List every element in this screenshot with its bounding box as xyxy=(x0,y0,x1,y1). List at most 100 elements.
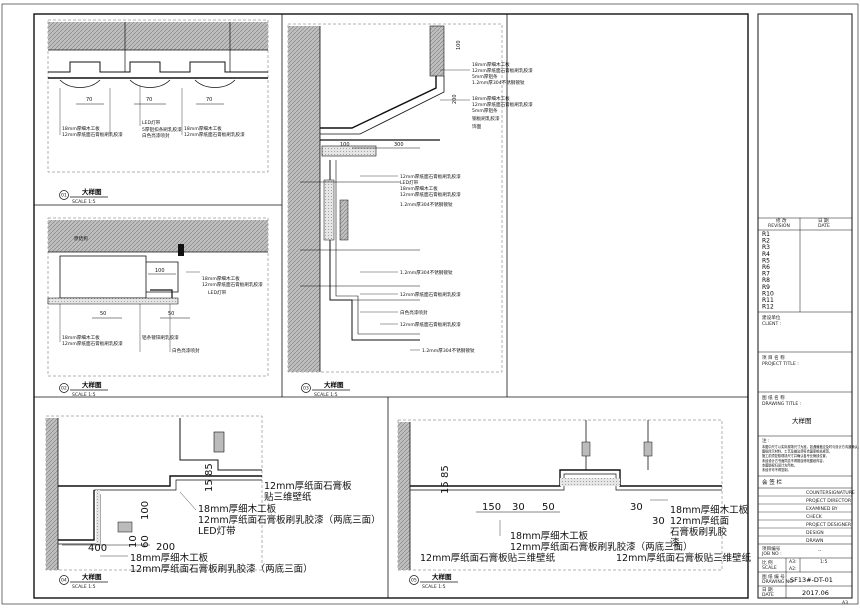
note-line: 未经设计方书面同意不得擅自修改图纸内容， xyxy=(762,458,826,463)
note-line: 本图中尺寸以实际现场尺寸为准，如遇偏差应及时与设计方沟通确认， xyxy=(762,444,860,449)
sign-row: PROJECT DIRECTOR xyxy=(806,498,852,504)
tb-scale-b: A2: xyxy=(789,566,797,572)
revision-row: R2 xyxy=(762,238,770,245)
revision-row: R8 xyxy=(762,277,770,284)
note-line: 图纸所示材料、工艺及做法须符合国家相关规范， xyxy=(762,449,832,454)
p03-l5: 18mm厚细木工板 xyxy=(472,95,510,102)
sheet-outer-frame xyxy=(1,3,859,605)
p03-l6: 12mm厚纸面石膏板刷乳胶漆 xyxy=(472,101,533,108)
p02-title: 大样图 xyxy=(82,380,102,389)
p02-dim-1: 100 xyxy=(155,268,165,274)
svg-text:PROJECT TITLE :: PROJECT TITLE : xyxy=(762,361,799,367)
p02-label-led: LED灯带 xyxy=(208,289,227,296)
p05-dim-15: 15 xyxy=(440,481,451,494)
p04-l4: 12mm厚纸面石膏板刷乳胶漆（两底三面） xyxy=(198,514,381,526)
svg-text:DRAWING TITLE :: DRAWING TITLE : xyxy=(762,401,802,407)
tb-scale-value: 1:5 xyxy=(820,559,827,565)
p02-label-paint: 白色亮漆喷封 xyxy=(172,347,200,354)
p04-l1: 12mm厚纸面石膏板 xyxy=(264,480,352,492)
svg-text:DATE: DATE xyxy=(762,592,774,598)
tb-countersign: COUNTERSIGNATURE xyxy=(806,490,855,496)
p04-dim-15: 15 xyxy=(204,479,215,492)
note-line: 未经许可不得复制。 xyxy=(762,467,791,472)
note-line: 施工前须复核现场尺寸并确认各专业管线位置， xyxy=(762,453,829,458)
p05-l1: 18mm厚细木工板 xyxy=(670,504,749,516)
p01-label-gypsum-2: 12mm厚纸面石膏板刷乳胶漆 xyxy=(184,131,245,138)
p03-l13: 12mm厚纸面石膏板刷乳胶漆 xyxy=(400,191,461,198)
panel-02: 原结构 100 50 50 18mm厚细木工板 12mm厚纸面石膏板刷乳胶漆 L… xyxy=(47,217,269,398)
p03-dim-100-b: 100 xyxy=(456,40,462,50)
sign-row: EXAMINED BY xyxy=(806,506,838,512)
p01-label-led: LED灯带 xyxy=(142,119,161,126)
p04-dim-400: 400 xyxy=(88,543,107,554)
p03-l3: 5mm厚铝条 xyxy=(472,73,498,80)
p01-dim-3: 70 xyxy=(206,97,212,103)
tb-date-en: DATE xyxy=(818,223,830,229)
tb-jobno: -- xyxy=(818,549,822,554)
tb-scale-a: A3: xyxy=(789,559,797,565)
p04-num: 04 xyxy=(61,578,67,584)
p03-dim-300: 300 xyxy=(394,142,404,148)
p05-l7: 12mm厚纸面石膏板贴三维壁纸 xyxy=(420,552,556,564)
p01-dim-1: 70 xyxy=(86,97,92,103)
p03-l14: 1.2mm厚304不锈钢镀钛 xyxy=(400,201,453,208)
p05-l8: 12mm厚纸面石膏板贴三维壁纸 xyxy=(616,552,752,564)
p02-label-structure: 原结构 xyxy=(74,235,88,242)
p02-label-wood: 18mm厚细木工板 xyxy=(202,275,240,282)
p03-dim-200: 200 xyxy=(452,94,458,104)
tb-drawing-title: 大样图 xyxy=(792,416,812,425)
tb-date-label: 日 期 xyxy=(818,218,829,224)
p02-num: 02 xyxy=(61,386,67,392)
sheet-border xyxy=(33,13,749,599)
p05-l4: 漆 xyxy=(670,537,680,549)
tb-revision-label: 修 改 xyxy=(776,217,787,224)
p01-scale: SCALE 1:5 xyxy=(72,199,96,205)
p01-label-paint: 白色亮漆喷封 xyxy=(142,132,170,139)
revision-row: R5 xyxy=(762,257,770,264)
p02-dim-2: 50 xyxy=(100,311,106,317)
p03-l11: LED灯带 xyxy=(400,179,419,186)
svg-text:日 期: 日 期 xyxy=(762,587,773,593)
tb-sign-label: 会 签 栏 xyxy=(762,478,782,486)
revision-row: R10 xyxy=(762,290,774,297)
p03-l15: 1.2mm厚304不锈钢镀钛 xyxy=(400,269,453,276)
p03-l1: 18mm厚细木工板 xyxy=(472,61,510,68)
title-block: 修 改 REVISION 日 期 DATE R1R2R3R4R5R6R7R8R9… xyxy=(757,13,860,606)
p05-title: 大样图 xyxy=(432,572,452,581)
p04-dim-200: 200 xyxy=(156,542,175,553)
svg-text:比 例: 比 例 xyxy=(762,559,773,566)
p04-dim-10: 10 xyxy=(128,535,139,548)
p02-label-strip: 铝条镀锌刷乳胶漆 xyxy=(142,334,179,341)
p03-title: 大样图 xyxy=(324,380,344,389)
svg-text:JOB NO :: JOB NO : xyxy=(761,551,782,557)
revision-row: R12 xyxy=(762,304,774,311)
p04-l6: 18mm厚细木工板 xyxy=(130,552,209,564)
note-line: 本图版权归设计方所有， xyxy=(762,462,797,467)
p04-l2: 贴三维壁纸 xyxy=(264,491,312,503)
p05-l6: 12mm厚纸面石膏板刷乳胶漆（两底三面） xyxy=(510,541,693,553)
p04-dim-60: 60 xyxy=(140,535,151,548)
revision-row: R6 xyxy=(762,264,770,271)
p02-label-gypsum-2: 12mm厚纸面石膏板刷乳胶漆 xyxy=(62,340,123,347)
panel-01: 70 70 70 LED灯带 18mm厚细木工板 12mm厚纸面石膏板刷乳胶漆 … xyxy=(47,19,269,205)
p02-scale: SCALE 1:5 xyxy=(72,392,96,398)
p02-dim-3: 50 xyxy=(168,311,174,317)
svg-text:DRAWING NO: DRAWING NO xyxy=(762,579,793,585)
revision-row: R7 xyxy=(762,271,770,278)
svg-text:SCALE: SCALE xyxy=(762,565,777,571)
p02-label-wood-2: 18mm厚细木工板 xyxy=(62,334,100,341)
p04-l7: 12mm厚纸面石膏板刷乳胶漆（两底三面） xyxy=(130,563,313,575)
p01-dim-2: 70 xyxy=(146,97,152,103)
tb-revision-en: REVISION xyxy=(768,223,790,229)
p03-l10: 12mm厚纸面石膏板刷乳胶漆 xyxy=(400,173,461,180)
p01-label-gypsum: 12mm厚纸面石膏板刷乳胶漆 xyxy=(62,131,123,138)
p01-label-wood: 18mm厚细木工板 xyxy=(62,125,100,132)
p03-l9: 饰面 xyxy=(472,123,482,130)
p04-dim-100: 100 xyxy=(140,501,151,520)
p04-title: 大样图 xyxy=(82,572,102,581)
p04-scale: SCALE 1:5 xyxy=(72,584,96,590)
p05-dim-30b: 30 xyxy=(630,502,643,513)
p03-scale: SCALE 1:5 xyxy=(314,392,338,398)
revision-row: R1 xyxy=(762,231,770,238)
